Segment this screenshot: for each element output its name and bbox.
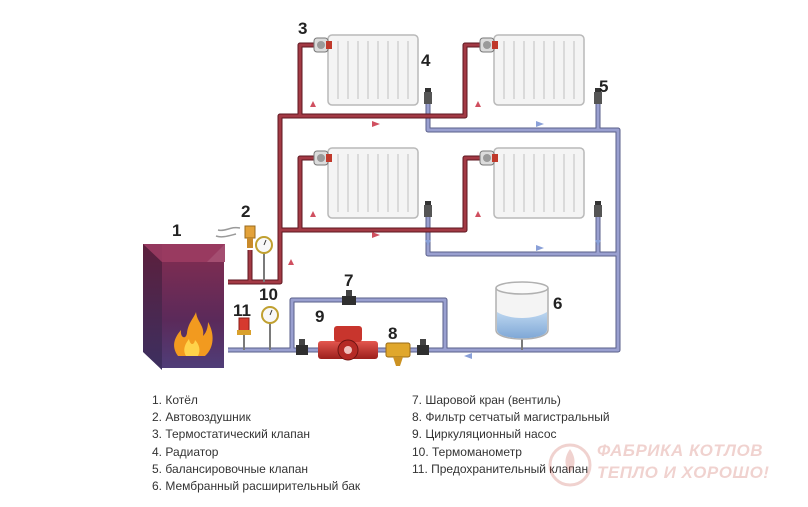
watermark-logo-icon <box>548 443 592 487</box>
radiator-icon <box>493 147 585 219</box>
watermark: ФАБРИКА КОТЛОВ ТЕПЛО И ХОРОШО! <box>545 437 805 493</box>
legend-item: 9. Циркуляционный насос <box>412 427 557 442</box>
radiator-icon <box>327 34 419 106</box>
safety-valve-icon <box>237 317 251 350</box>
legend-left: 1. Котёл 2. Автовоздушник 3. Термостатич… <box>152 392 360 495</box>
legend-item: 4. Радиатор <box>152 444 219 459</box>
callout-9: 9 <box>315 307 324 326</box>
callout-11: 11 <box>233 301 251 320</box>
heating-scheme-diagram: 1 2 3 4 5 6 7 8 9 10 11 <box>143 19 621 370</box>
callout-1: 1 <box>172 221 181 240</box>
radiator-icon <box>493 34 585 106</box>
balancing-valve-icon <box>424 201 432 217</box>
legend-item: 11. Предохранительный клапан <box>412 461 589 476</box>
callout-2: 2 <box>241 202 250 221</box>
callout-7: 7 <box>344 271 353 290</box>
ball-valve-icon <box>417 339 429 355</box>
callout-8: 8 <box>388 324 397 343</box>
gauge-icon <box>255 236 273 282</box>
supply-pipes <box>228 42 485 285</box>
return-pipes <box>228 98 621 353</box>
legend-item: 8. Фильтр сетчатый магистральный <box>412 410 610 425</box>
flame-icon <box>174 312 213 356</box>
legend-right: 7. Шаровой кран (вентиль) 8. Фильтр сетч… <box>412 392 610 478</box>
ball-valve-icon <box>342 290 356 305</box>
callout-5: 5 <box>599 77 608 96</box>
legend-item: 2. Автовоздушник <box>152 410 251 425</box>
ball-valve-icon <box>296 339 308 355</box>
filter-icon <box>385 342 411 366</box>
legend-item: 3. Термостатический клапан <box>152 427 311 442</box>
boiler <box>143 244 225 370</box>
callout-6: 6 <box>553 294 562 313</box>
watermark-line-1: ФАБРИКА КОТЛОВ <box>597 441 763 460</box>
balancing-valve-icon <box>594 201 602 217</box>
radiator-icon <box>327 147 419 219</box>
callout-10: 10 <box>259 285 278 304</box>
watermark-line-2: ТЕПЛО И ХОРОШО! <box>597 463 770 482</box>
legend-item: 1. Котёл <box>152 393 198 407</box>
legend-item: 6. Мембранный расширительный бак <box>152 479 361 494</box>
callout-numbers: 1 2 3 4 5 6 7 8 9 10 11 <box>172 19 608 343</box>
gauge-icon <box>261 306 279 350</box>
balancing-valve-icon <box>424 88 432 104</box>
legend-item: 7. Шаровой кран (вентиль) <box>412 393 561 407</box>
callout-3: 3 <box>298 19 307 38</box>
air-vent-icon <box>215 225 256 248</box>
legend-item: 5. балансировочные клапан <box>152 461 308 476</box>
callout-4: 4 <box>421 51 431 70</box>
legend-item: 10. Термоманометр <box>412 444 522 459</box>
pump-icon <box>318 326 378 361</box>
expansion-tank-icon <box>495 281 549 350</box>
